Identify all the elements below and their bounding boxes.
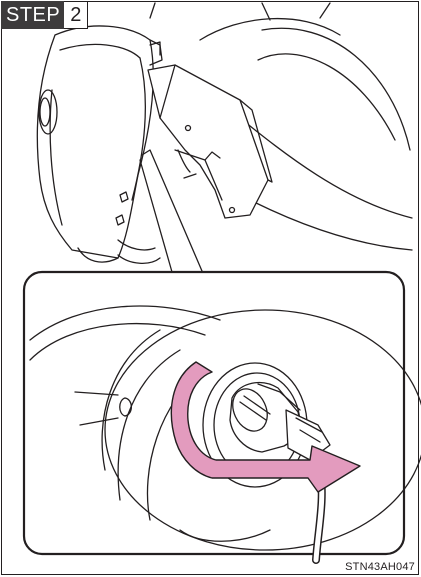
detail-panel xyxy=(24,272,421,560)
figure-code: STN43AH047 xyxy=(345,561,415,573)
bracket xyxy=(148,65,268,218)
step-label: STEP xyxy=(1,1,64,29)
upper-scene xyxy=(37,3,412,278)
step-number: 2 xyxy=(64,1,88,29)
headlamp-housing xyxy=(37,26,153,258)
step-badge: STEP 2 xyxy=(1,1,88,29)
zoom-callout xyxy=(142,150,205,278)
